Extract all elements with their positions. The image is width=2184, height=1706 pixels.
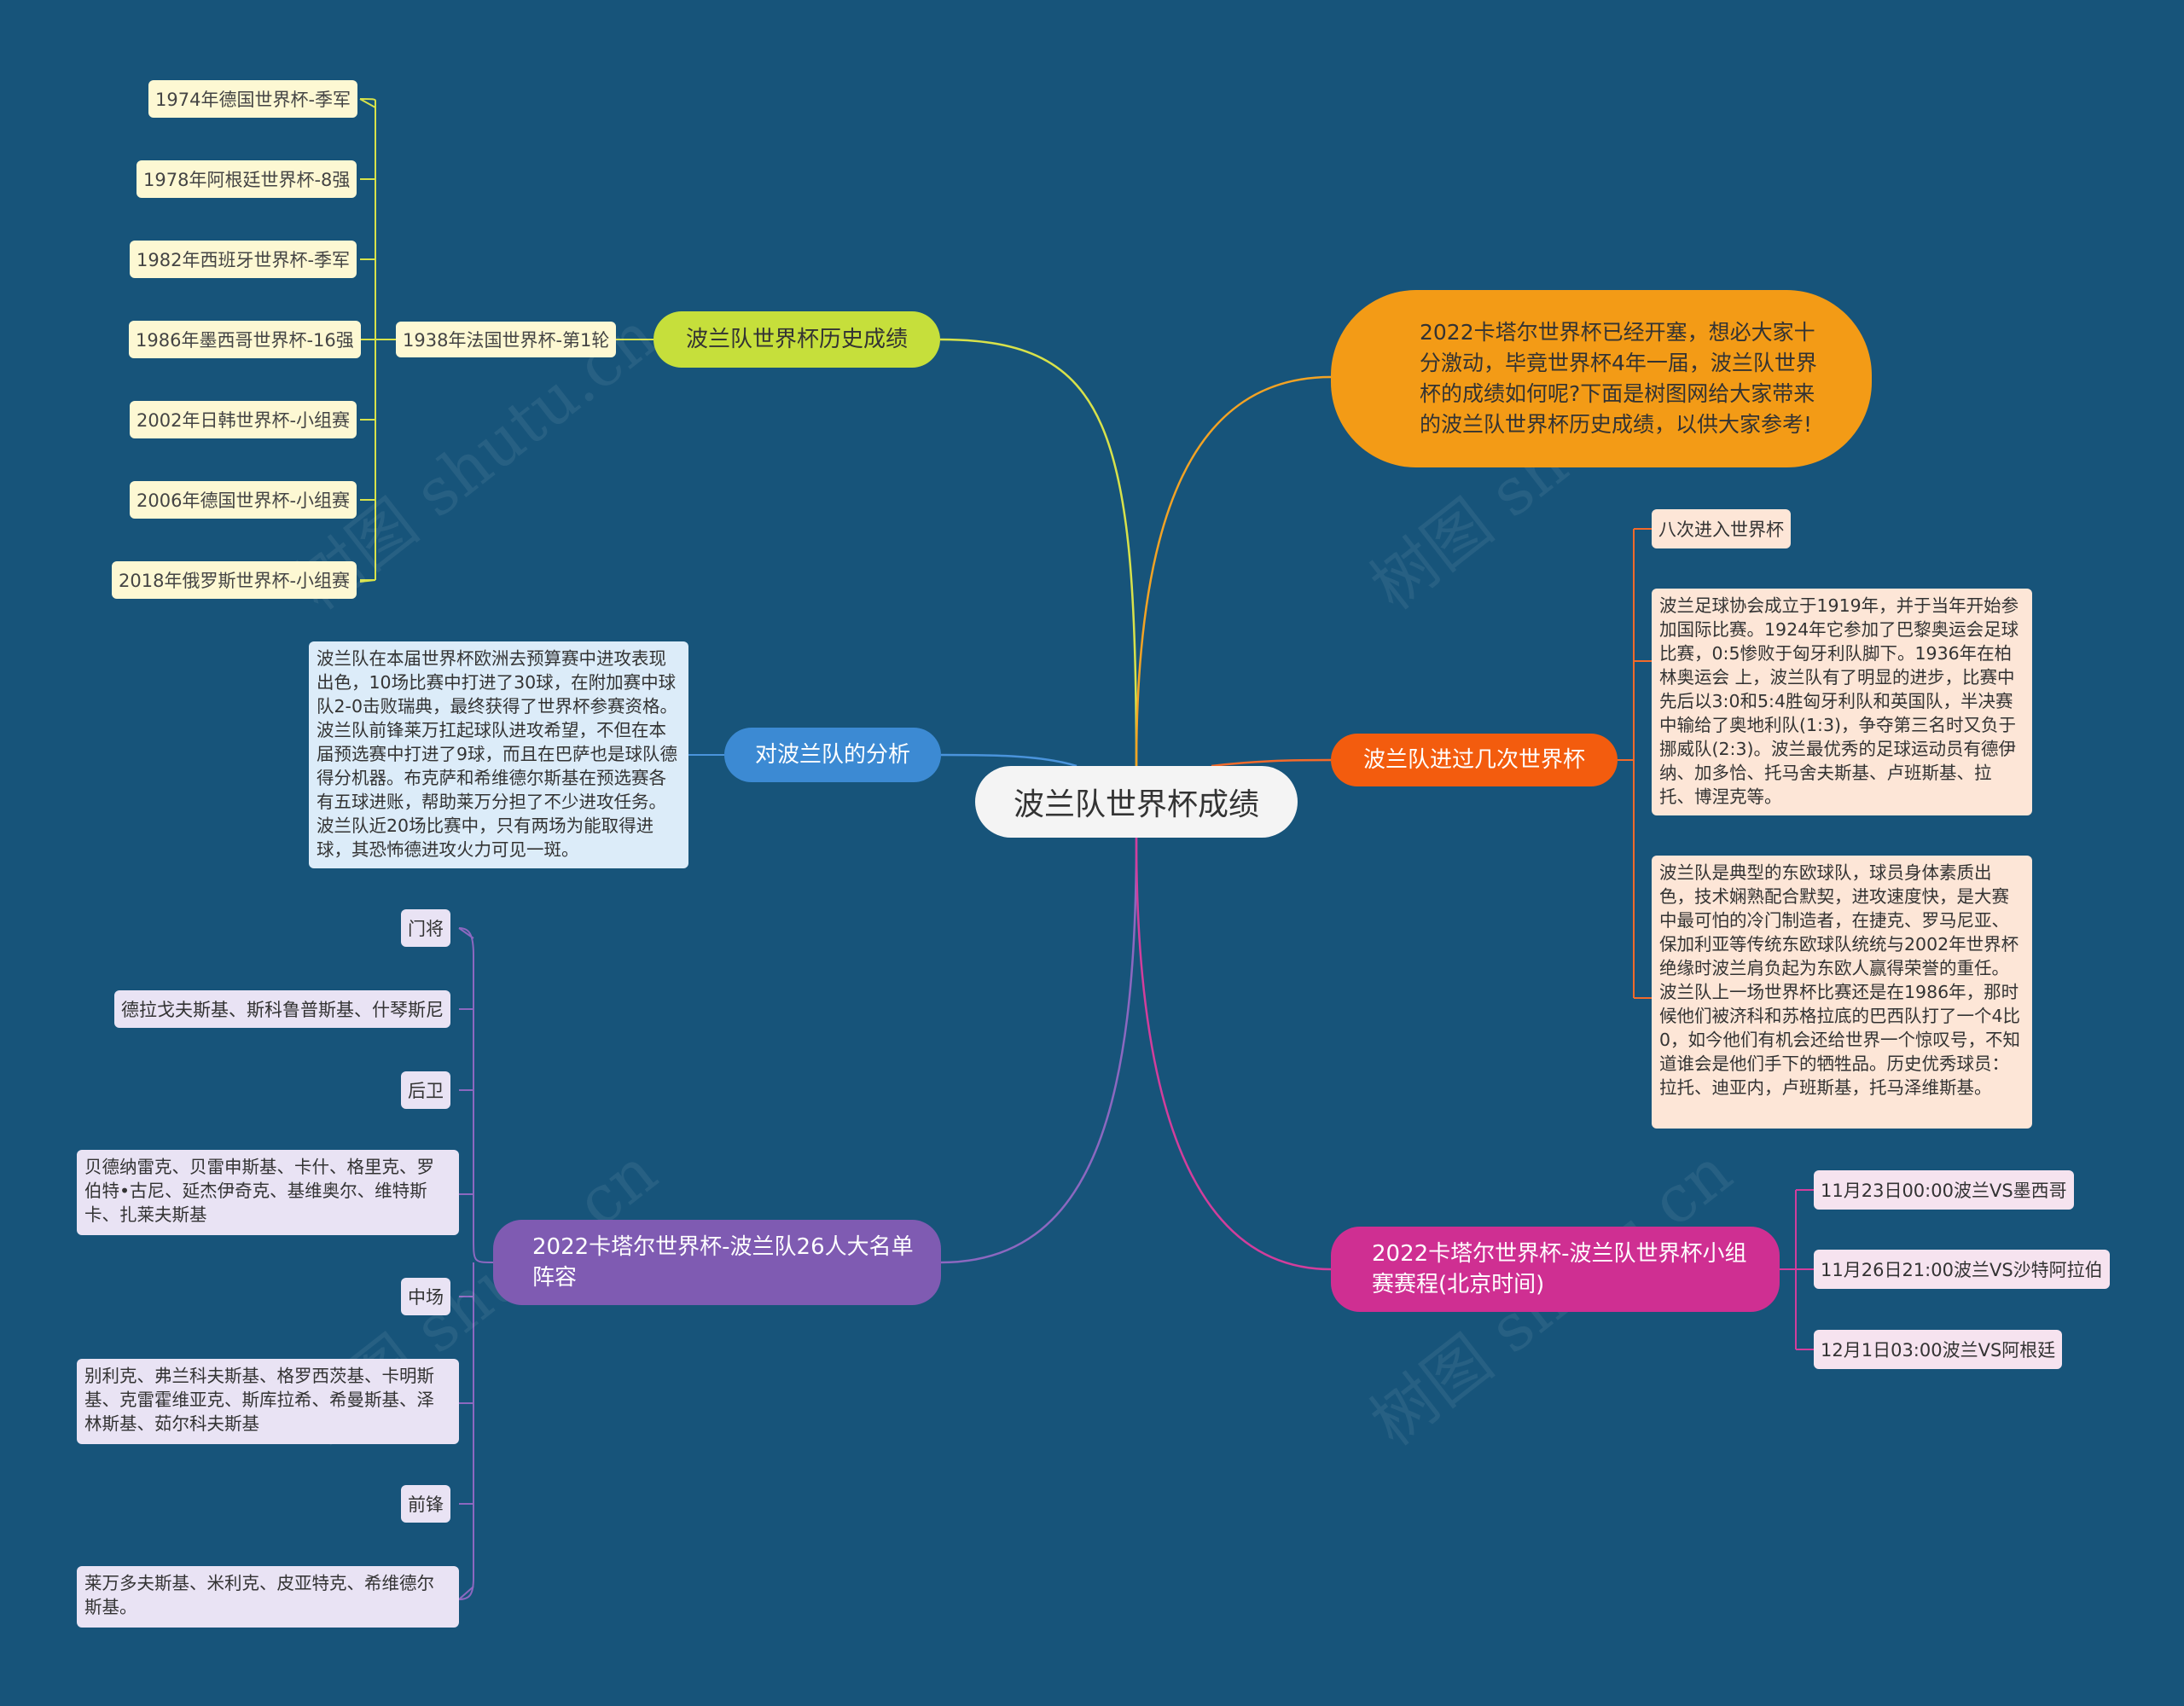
- times-count[interactable]: 八次进入世界杯: [1652, 509, 1791, 548]
- history-leaf-1938[interactable]: 1938年法国世界杯-第1轮: [396, 322, 617, 357]
- schedule-match[interactable]: 12月1日03:00波兰VS阿根廷: [1814, 1330, 2063, 1369]
- times-history-text[interactable]: 波兰足球协会成立于1919年，并于当年开始参加国际比赛。1924年它参加了巴黎奥…: [1652, 589, 2032, 815]
- branch-schedule[interactable]: 2022卡塔尔世界杯-波兰队世界杯小组赛赛程(北京时间): [1331, 1227, 1780, 1312]
- branch-roster[interactable]: 2022卡塔尔世界杯-波兰队26人大名单阵容: [493, 1220, 941, 1305]
- analysis-text[interactable]: 波兰队在本届世界杯欧洲去预算赛中进攻表现出色，10场比赛中打进了30球，在附加赛…: [309, 641, 688, 868]
- history-leaf[interactable]: 2002年日韩世界杯-小组赛: [130, 401, 357, 438]
- roster-position[interactable]: 后卫: [401, 1071, 450, 1109]
- branch-times[interactable]: 波兰队进过几次世界杯: [1331, 734, 1618, 786]
- history-leaf[interactable]: 1982年西班牙世界杯-季军: [130, 241, 357, 278]
- schedule-match[interactable]: 11月26日21:00波兰VS沙特阿拉伯: [1814, 1250, 2110, 1289]
- history-leaf[interactable]: 1986年墨西哥世界杯-16强: [129, 321, 361, 358]
- roster-players[interactable]: 德拉戈夫斯基、斯科鲁普斯基、什琴斯尼: [114, 990, 450, 1028]
- branch-analysis[interactable]: 对波兰队的分析: [724, 728, 941, 782]
- central-topic[interactable]: 波兰队世界杯成绩: [975, 766, 1298, 838]
- roster-players[interactable]: 莱万多夫斯基、米利克、皮亚特克、希维德尔斯基。: [77, 1566, 459, 1628]
- history-leaf[interactable]: 1974年德国世界杯-季军: [148, 80, 358, 118]
- roster-players[interactable]: 贝德纳雷克、贝雷申斯基、卡什、格里克、罗伯特•古尼、延杰伊奇克、基维奥尔、维特斯…: [77, 1150, 459, 1235]
- roster-position[interactable]: 门将: [401, 909, 450, 947]
- history-leaf[interactable]: 2018年俄罗斯世界杯-小组赛: [112, 561, 357, 599]
- history-leaf[interactable]: 1978年阿根廷世界杯-8强: [136, 160, 357, 198]
- history-leaf[interactable]: 2006年德国世界杯-小组赛: [130, 481, 357, 519]
- times-style-text[interactable]: 波兰队是典型的东欧球队，球员身体素质出色，技术娴熟配合默契，进攻速度快，是大赛中…: [1652, 856, 2032, 1129]
- roster-position[interactable]: 前锋: [401, 1485, 450, 1523]
- branch-history[interactable]: 波兰队世界杯历史成绩: [653, 311, 940, 368]
- schedule-match[interactable]: 11月23日00:00波兰VS墨西哥: [1814, 1170, 2074, 1210]
- branch-intro[interactable]: 2022卡塔尔世界杯已经开塞，想必大家十分激动，毕竟世界杯4年一届，波兰队世界杯…: [1331, 290, 1872, 467]
- roster-players[interactable]: 别利克、弗兰科夫斯基、格罗西茨基、卡明斯基、克雷霍维亚克、斯库拉希、希曼斯基、泽…: [77, 1359, 459, 1444]
- roster-position[interactable]: 中场: [401, 1278, 450, 1315]
